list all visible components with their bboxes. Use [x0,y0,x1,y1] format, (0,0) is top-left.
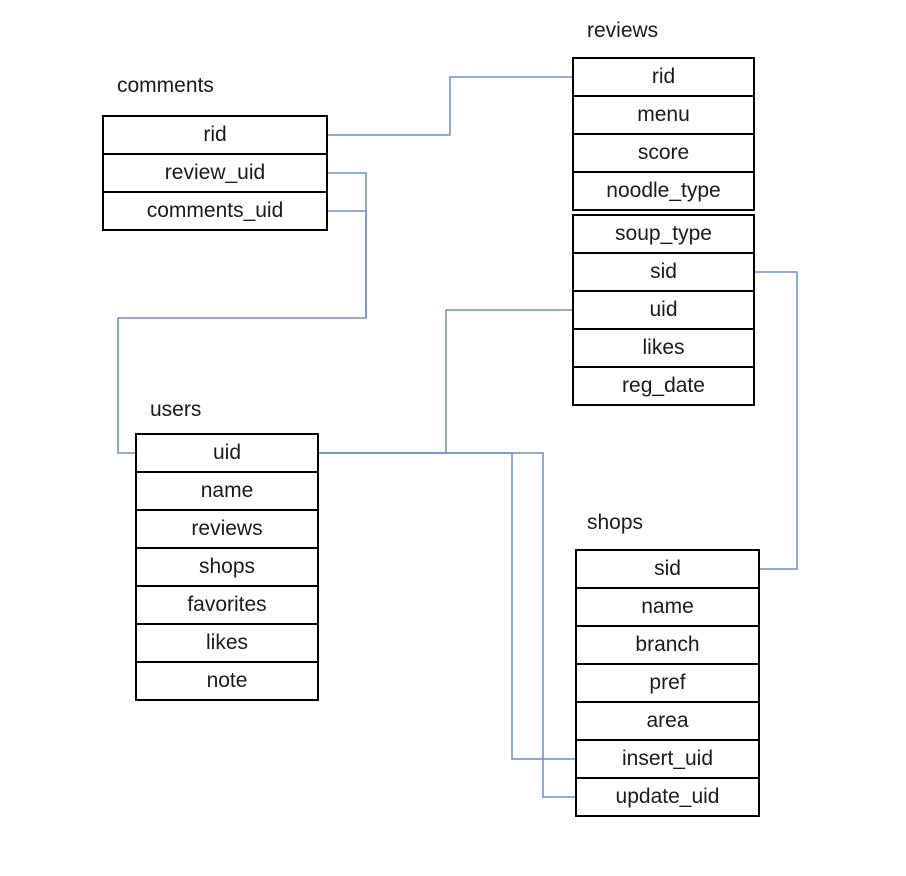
field-insert-uid: insert_uid [577,739,758,777]
field-menu: menu [574,95,753,133]
shops-table: sid name branch pref area insert_uid upd… [575,549,760,817]
field-branch: branch [577,625,758,663]
field-uid: uid [137,435,317,471]
field-rid: rid [104,117,326,153]
field-soup-type: soup_type [574,216,753,252]
connector-users-uid-to-shops-insert-uid [319,452,575,760]
comments-table-title: comments [117,74,214,97]
users-table-title: users [150,398,202,421]
field-rid: rid [574,59,753,95]
connector-reviews-sid-to-shops-sid [755,271,798,570]
field-favorites: favorites [137,585,317,623]
field-name: name [577,587,758,625]
field-likes: likes [137,623,317,661]
field-sid: sid [574,252,753,290]
shops-table-title: shops [587,511,644,534]
field-name: name [137,471,317,509]
users-table: uid name reviews shops favorites likes n… [135,433,319,701]
field-reg-date: reg_date [574,366,753,404]
field-comments-uid: comments_uid [104,191,326,229]
field-score: score [574,133,753,171]
field-likes: likes [574,328,753,366]
field-noodle-type: noodle_type [574,171,753,209]
field-pref: pref [577,663,758,701]
field-review-uid: review_uid [104,153,326,191]
connector-users-uid-to-reviews-uid [319,309,572,454]
reviews-table-segment-2: soup_type sid uid likes reg_date [572,214,755,406]
field-uid: uid [574,290,753,328]
field-update-uid: update_uid [577,777,758,815]
reviews-table-segment-1: rid menu score noodle_type [572,57,755,211]
comments-table: rid review_uid comments_uid [102,115,328,231]
connector-comments-rid-to-reviews-rid [328,76,572,136]
field-shops: shops [137,547,317,585]
connector-comments-comments-uid-to-users-uid [328,210,367,318]
field-reviews: reviews [137,509,317,547]
field-sid: sid [577,551,758,587]
reviews-table-title: reviews [587,19,659,42]
connector-users-uid-to-shops-update-uid [319,452,575,798]
field-area: area [577,701,758,739]
field-note: note [137,661,317,699]
